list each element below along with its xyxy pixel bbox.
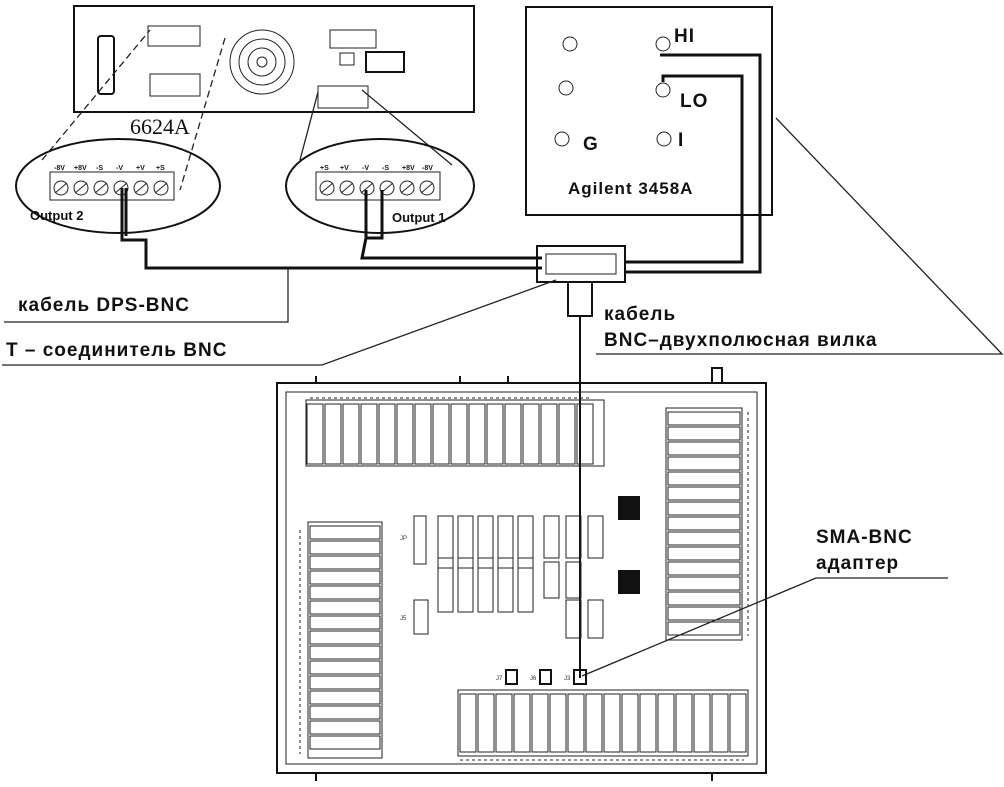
g-label: G — [583, 134, 599, 155]
output2-terminal-label: +S — [156, 165, 165, 172]
center-relay-grid: JP J5 — [400, 515, 604, 639]
output2-terminal-block: -8V +8V -S -V +V +S Output 2 — [15, 138, 221, 234]
svg-text:J6: J6 — [530, 676, 537, 682]
output1-terminal-label: +V — [340, 165, 349, 172]
multimeter-agilent-3458a: HI LO G I Agilent 3458A — [525, 6, 773, 216]
output1-jumper — [364, 190, 384, 240]
bnc-cable-label-2: BNC–двухполюсная вилка — [604, 330, 878, 351]
board-connector-post — [711, 367, 723, 384]
top-relay-row — [305, 397, 605, 467]
zoom-lines-output1 — [299, 89, 453, 166]
terminal-block-rear-a — [147, 25, 201, 47]
output2-terminal-label: -S — [96, 165, 103, 172]
header-jp — [413, 515, 427, 565]
i-jack-icon — [656, 131, 672, 147]
terminal-block-rear-b — [149, 73, 201, 97]
output1-terminal-label: -8V — [422, 165, 433, 172]
output2-screws — [53, 180, 169, 196]
sma-connectors: J7 J6 J3 — [496, 669, 587, 685]
header-j5 — [413, 599, 429, 635]
lo-wire — [624, 74, 744, 264]
test-board: JP J5 J7 J6 J3 — [276, 367, 767, 781]
t-connector-label: T – соединитель BNC — [6, 340, 227, 361]
power-supply-6624a: 6624A -8V +8V -S -V +V +S — [15, 5, 475, 234]
zoom-lines-output2 — [41, 29, 226, 191]
right-relay-column — [665, 407, 749, 641]
left-relay-column — [299, 521, 383, 759]
jack-icon — [554, 131, 570, 147]
svg-text:J3: J3 — [564, 676, 571, 682]
power-supply-model: 6624A — [130, 114, 190, 139]
dps-cable-label: кабель DPS-BNC — [18, 295, 190, 316]
svg-text:J5: J5 — [400, 616, 407, 622]
sma-bnc-adapter — [573, 669, 587, 685]
bottom-relay-row — [457, 689, 749, 761]
output2-terminal-label: +8V — [74, 165, 87, 172]
jack-icon — [562, 36, 578, 52]
dps-cable-leader — [4, 268, 289, 323]
output1-terminal-label: +S — [320, 165, 329, 172]
ic-chip — [618, 570, 640, 594]
terminal-block-rear-c — [329, 29, 377, 49]
i-label: I — [678, 130, 684, 151]
board-inner — [285, 391, 758, 765]
bnc-plug — [567, 281, 593, 317]
t-connector-body — [545, 253, 617, 275]
output2-terminal-label: +V — [136, 165, 145, 172]
cables — [120, 53, 762, 678]
hi-label: HI — [674, 26, 695, 47]
output1-label: Output 1 — [392, 210, 445, 225]
svg-text:J7: J7 — [496, 676, 503, 682]
bnc-cable-label-1: кабель — [604, 304, 676, 325]
connector-socket — [365, 51, 405, 73]
output2-label: Output 2 — [30, 208, 83, 223]
output1-screws — [319, 180, 435, 196]
lo-jack-icon — [655, 82, 671, 98]
t-connector-leader — [2, 279, 557, 366]
output2-terminal-label: -8V — [54, 165, 65, 172]
jack-icon — [558, 80, 574, 96]
fan-icon — [229, 29, 295, 95]
output2-terminal-label: -V — [116, 165, 123, 172]
power-switch — [97, 35, 115, 95]
bnc-cable-leader — [596, 117, 1004, 355]
output1-terminal-label: +8V — [402, 165, 415, 172]
output1-terminal-block: +S +V -V -S +8V -8V Output 1 — [285, 138, 475, 234]
ic-chip — [618, 496, 640, 520]
sma-adapter-leader — [581, 577, 948, 677]
dps-cable-wire-b — [360, 237, 542, 260]
hi-jack-icon — [655, 36, 671, 52]
connector-small — [339, 52, 355, 66]
multimeter-panel — [525, 6, 773, 216]
sma-adapter-label-1: SMA-BNC — [816, 527, 913, 548]
dps-cable-wire-a — [120, 188, 542, 270]
terminal-block-rear-d — [317, 85, 369, 109]
board-outline — [276, 382, 767, 774]
svg-text:JP: JP — [400, 536, 407, 542]
output1-terminal-label: -S — [382, 165, 389, 172]
multimeter-model: Agilent 3458A — [568, 179, 693, 198]
output1-terminal-label: -V — [362, 165, 369, 172]
sma-adapter-label-2: адаптер — [816, 553, 899, 574]
power-supply-panel — [73, 5, 475, 113]
callouts: кабель DPS-BNC T – соединитель BNC кабел… — [2, 117, 1004, 677]
t-connector — [536, 245, 626, 283]
lo-label: LO — [680, 91, 708, 112]
hi-wire — [624, 53, 762, 274]
